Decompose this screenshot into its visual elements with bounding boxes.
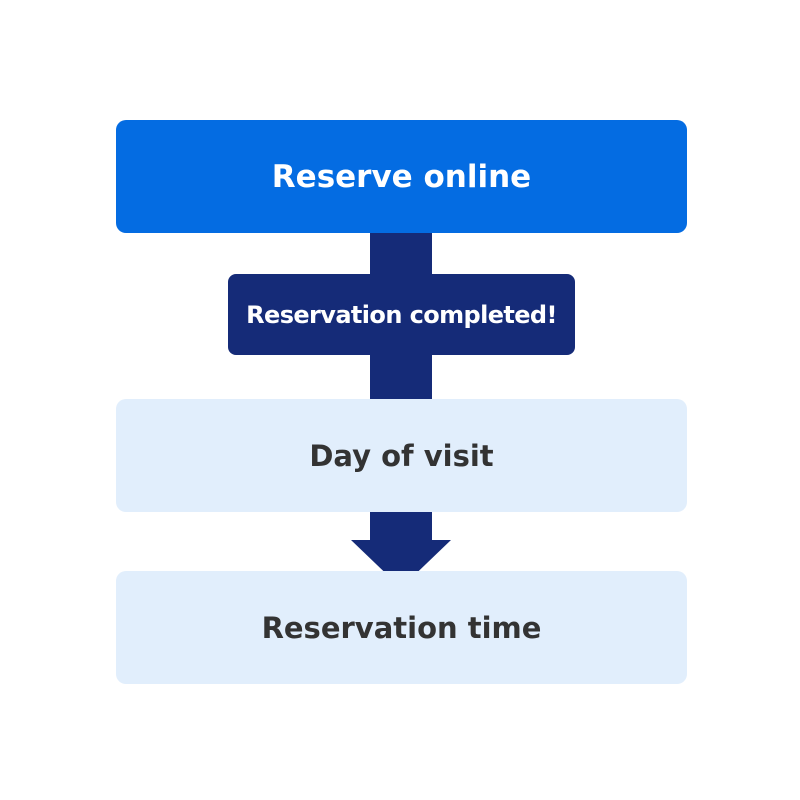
step-reserve-online-label: Reserve online — [271, 158, 532, 195]
step-day-of-visit-label: Day of visit — [309, 438, 494, 473]
reservation-completed-badge: Reservation completed! — [228, 274, 575, 355]
reservation-completed-label: Reservation completed! — [246, 300, 557, 329]
step-reservation-time-label: Reservation time — [261, 610, 542, 645]
step-day-of-visit: Day of visit — [116, 399, 687, 512]
connector-visit-to-time — [370, 512, 432, 542]
step-reservation-time: Reservation time — [116, 571, 687, 684]
step-reserve-online: Reserve online — [116, 120, 687, 233]
